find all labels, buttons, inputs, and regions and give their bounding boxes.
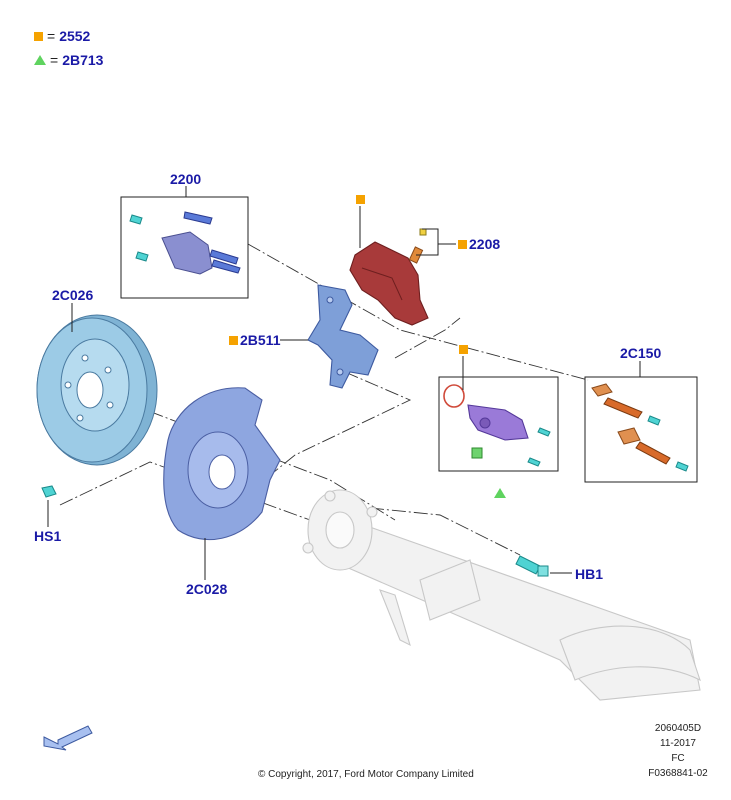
legend-row-1: =2552 xyxy=(34,28,90,44)
orange-square-marker-icon xyxy=(459,345,468,354)
brake-disc-2c026 xyxy=(36,314,158,466)
guide-pin-kit-2c150 xyxy=(584,376,698,483)
wheel-bolt-hs1 xyxy=(41,485,57,498)
legend-code: 2B713 xyxy=(62,52,104,68)
legend-equals: = xyxy=(47,28,56,44)
brake-pad-kit-2200 xyxy=(120,196,249,299)
callout-anchor-bracket: 2B511 xyxy=(240,332,281,348)
green-triangle-marker-icon xyxy=(34,55,46,65)
callout-caliper: 2208 xyxy=(469,236,501,252)
figure-number: F0368841-02 xyxy=(648,768,708,779)
callout-backing-plate: 2C028 xyxy=(186,581,228,597)
orange-square-marker-icon xyxy=(229,336,238,345)
callout-pads: 2200 xyxy=(170,171,202,187)
illustration-date: 11-2017 xyxy=(660,738,696,749)
hub-bolt-hb1 xyxy=(515,555,549,577)
orange-square-marker-icon xyxy=(34,32,43,41)
legend-row-2: =2B713 xyxy=(34,52,103,68)
brake-caliper-2208 xyxy=(349,228,429,326)
illustration-id: 2060405D xyxy=(654,723,702,734)
orange-square-marker-icon xyxy=(458,240,467,249)
legend-code: 2552 xyxy=(59,28,91,44)
legend-equals: = xyxy=(50,52,59,68)
piston-kit-box xyxy=(438,376,559,472)
region-code: FC xyxy=(671,753,685,764)
callout-guide-pin-kit: 2C150 xyxy=(620,345,662,361)
callout-hub-bolt: HB1 xyxy=(575,566,604,582)
anchor-bracket-2b511 xyxy=(307,284,379,389)
brake-backing-plate-2c028 xyxy=(163,387,281,541)
green-triangle-marker-icon xyxy=(494,488,506,498)
caliper-piston-actuator xyxy=(443,384,551,467)
callout-wheel-bolt: HS1 xyxy=(34,528,62,544)
leader-lines xyxy=(47,186,641,580)
orange-square-marker-icon xyxy=(356,195,365,204)
callout-disc: 2C026 xyxy=(52,287,94,303)
view-direction-arrow-icon xyxy=(43,725,93,751)
rear-axle-housing xyxy=(302,489,701,701)
copyright-notice: © Copyright, 2017, Ford Motor Company Li… xyxy=(258,769,474,780)
